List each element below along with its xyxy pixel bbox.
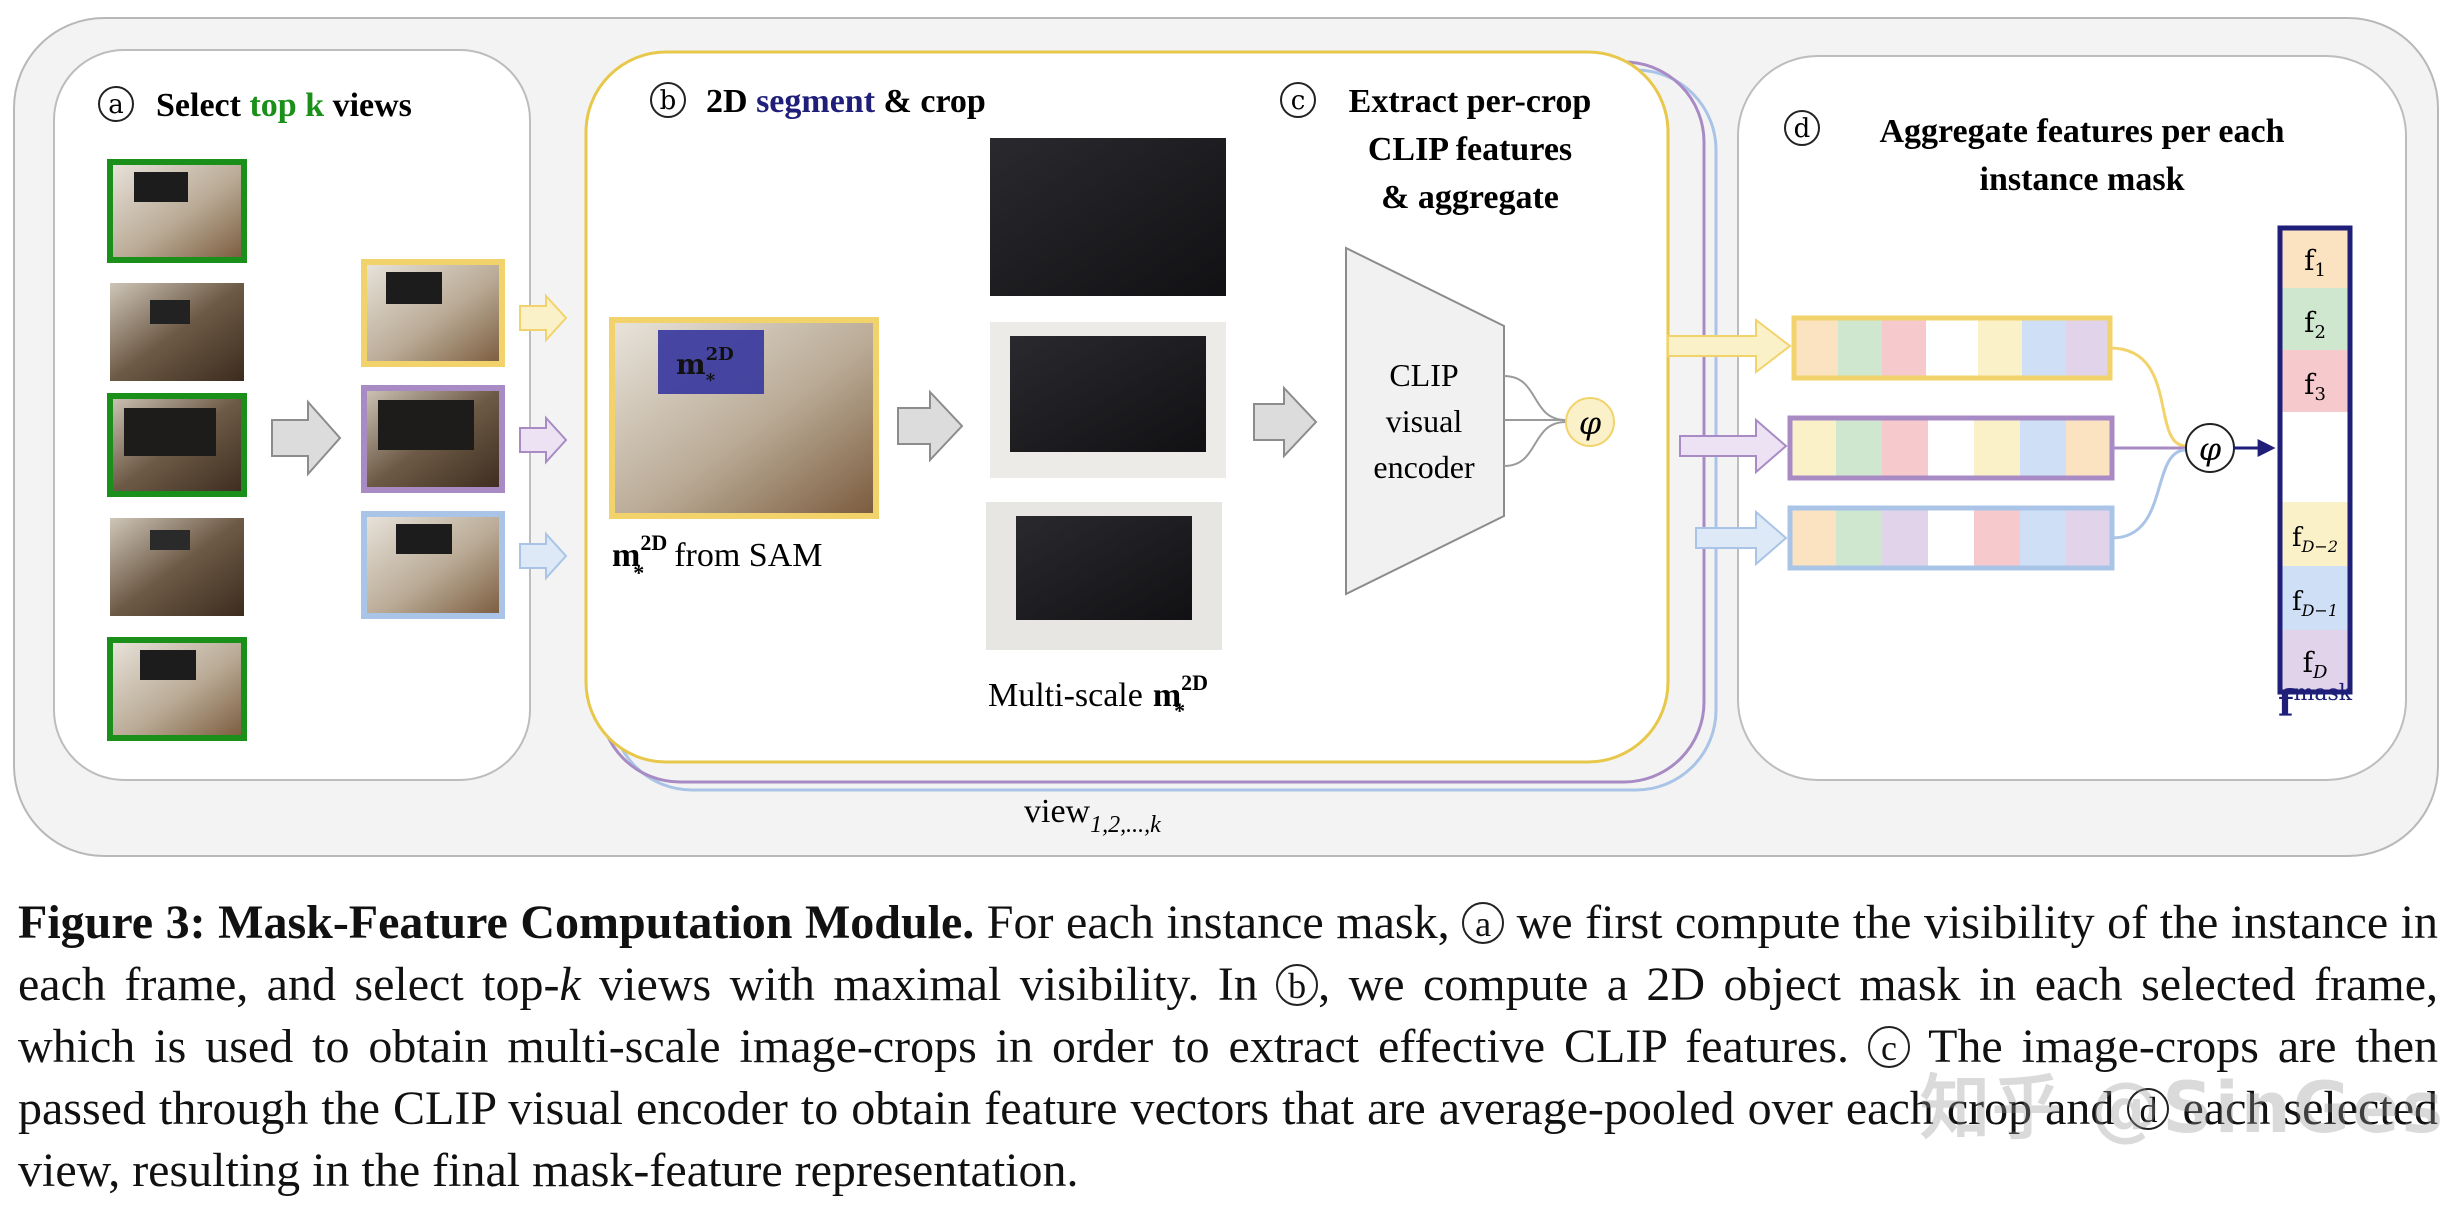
from-sam-label: m2D*from SAM	[612, 530, 823, 585]
marker-b: b	[660, 86, 677, 116]
sam-mask-label: m2D*	[676, 344, 734, 391]
arrow-purple-to-d	[1679, 417, 1788, 475]
caption-seg6: each selected view, resulting in the fin…	[18, 1082, 2439, 1197]
view-feature-vector-purple	[1787, 415, 2115, 481]
caption-seg5: The image-crops are then passed through …	[18, 1020, 2438, 1135]
panel-b-title: 2D segment & crop	[706, 83, 986, 120]
arrow-sam-to-crops	[897, 389, 964, 463]
fvec-2: f2	[2304, 306, 2326, 343]
figure-caption: Figure 3: Mask-Feature Computation Modul…	[18, 892, 2438, 1202]
arrow-crops-to-encoder	[1253, 385, 1318, 459]
clip-encoder	[1345, 246, 1505, 596]
encoder-label-2: visual	[1386, 403, 1463, 439]
arrow-yellow-to-b	[519, 293, 568, 343]
panel-c-title-line1: Extract per-crop	[1349, 83, 1592, 120]
caption-seg1: For each instance mask,	[974, 896, 1463, 949]
encoder-label-1: CLIP	[1389, 357, 1458, 393]
crop-1	[990, 138, 1226, 296]
phi-d-label: φ	[2199, 430, 2222, 468]
marker-c-circle	[1280, 82, 1316, 118]
caption-seg4: , we compute a 2D object mask in each se…	[18, 958, 2438, 1073]
fvec-5: fD−2	[2292, 523, 2338, 556]
caption-marker-b: b	[1276, 964, 1319, 1006]
arrow-blue-to-b	[519, 531, 568, 581]
fvec-3: f3	[2304, 368, 2326, 405]
arrow-yellow-to-d	[1667, 317, 1792, 375]
marker-c: c	[1291, 86, 1306, 116]
fmask-label: fmask	[2278, 681, 2353, 725]
caption-marker-d: d	[2127, 1088, 2170, 1130]
fvec-6: fD−1	[2292, 587, 2338, 620]
phi-c-label: φ	[1579, 404, 1602, 442]
watermark: 知乎 @SinGes	[1920, 1067, 2446, 1149]
panel-a-title: Select top k views	[156, 87, 412, 124]
view-feature-vector-yellow	[1791, 315, 2113, 381]
caption-seg3: views with maximal visibility. In	[580, 958, 1277, 1011]
encoder-label-3: encoder	[1373, 449, 1475, 485]
marker-a: a	[108, 90, 124, 120]
marker-d: d	[1794, 114, 1811, 144]
fvec-7: fD	[2303, 646, 2328, 683]
fvec-1: f1	[2304, 244, 2326, 281]
view-label: view1,2,...,k	[1024, 793, 1161, 838]
marker-d-circle	[1784, 110, 1820, 146]
frame-thumbnails	[107, 159, 247, 741]
arrow-blue-to-d	[1695, 509, 1788, 567]
phi-node-c	[1565, 397, 1615, 447]
caption-marker-a: a	[1462, 902, 1505, 944]
panel-c-title-line2: CLIP features	[1368, 131, 1572, 168]
multi-scale-crops	[986, 138, 1226, 650]
marker-a-circle	[98, 86, 134, 122]
panel-d-title-line2: instance mask	[1980, 161, 2185, 198]
panel-c-title-line3: & aggregate	[1381, 179, 1559, 216]
caption-figure-label: Figure 3: Mask-Feature Computation Modul…	[18, 896, 975, 949]
sam-mask-highlight	[658, 330, 764, 394]
figure-diagram: a Select top k views b 2D segment & crop	[13, 17, 2439, 857]
view-feature-vector-blue	[1787, 505, 2115, 571]
caption-marker-c: c	[1867, 1026, 1910, 1068]
arrow-a-to-selected	[271, 399, 342, 477]
marker-b-circle	[650, 82, 686, 118]
arrow-purple-to-b	[519, 415, 568, 465]
caption-k: k	[559, 958, 581, 1011]
caption-seg2: we first compute the visibility of the i…	[18, 896, 2438, 1011]
final-feature-vector: f1 f2 f3 fD−2 fD−1 fD	[2277, 225, 2353, 695]
panel-d-title-line1: Aggregate features per each	[1879, 113, 2284, 150]
